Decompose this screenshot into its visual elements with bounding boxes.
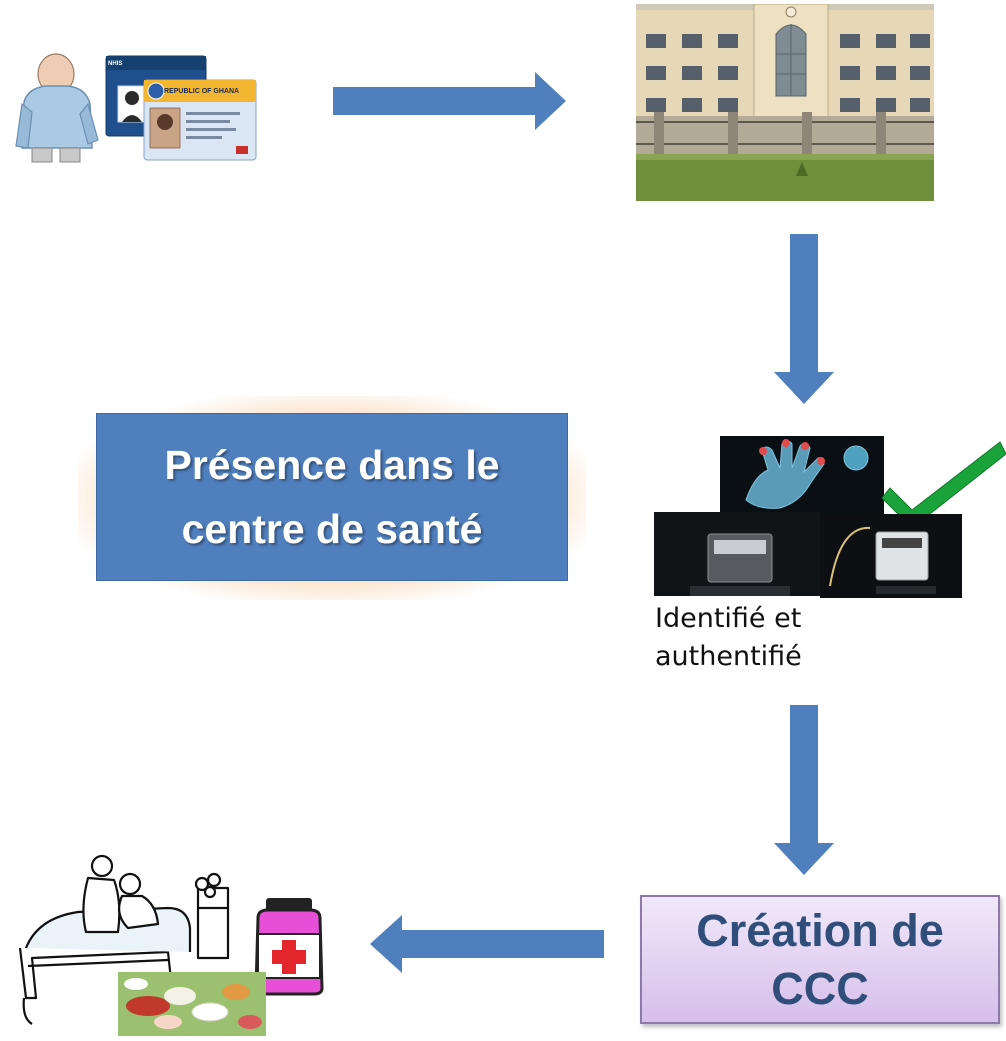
biometric-verification-group <box>650 436 1006 600</box>
id-card-front <box>143 79 257 161</box>
checkmark-icon <box>881 441 1006 529</box>
presence-line-1: Présence dans le <box>164 442 500 488</box>
ccc-line-2: CCC <box>771 962 869 1014</box>
presence-box: Présence dans le centre de santé <box>96 413 568 581</box>
card-back-logo: NHIS <box>108 61 123 67</box>
arrow-left-bottom <box>370 915 604 973</box>
hospital-building-image <box>636 4 934 201</box>
identified-caption: Identifié et authentifié <box>655 600 855 676</box>
caption-line-1: Identifié et <box>655 603 802 634</box>
card-reader-image <box>654 512 820 596</box>
hospital-bed-icon <box>18 854 230 1025</box>
ccc-creation-box: Création de CCC <box>640 895 1000 1024</box>
arrow-down-2 <box>774 705 834 875</box>
patient-with-cards: REPUBLIC OF GHANA NHIS <box>14 52 259 164</box>
treatment-illustration <box>18 848 338 1036</box>
medicine-jar-icon <box>254 898 324 996</box>
fingerprint-hand-image <box>720 436 884 514</box>
card-front-heading: REPUBLIC OF GHANA <box>164 88 240 95</box>
pills-image <box>118 972 266 1036</box>
fingerprint-scanner-image <box>820 514 962 598</box>
caption-line-2: authentifié <box>655 641 802 672</box>
presence-line-2: centre de santé <box>181 506 483 552</box>
arrow-down-1 <box>774 234 834 404</box>
arrow-right-top <box>333 72 566 130</box>
patient-figure-icon <box>15 53 257 163</box>
ccc-line-1: Création de <box>696 904 944 956</box>
